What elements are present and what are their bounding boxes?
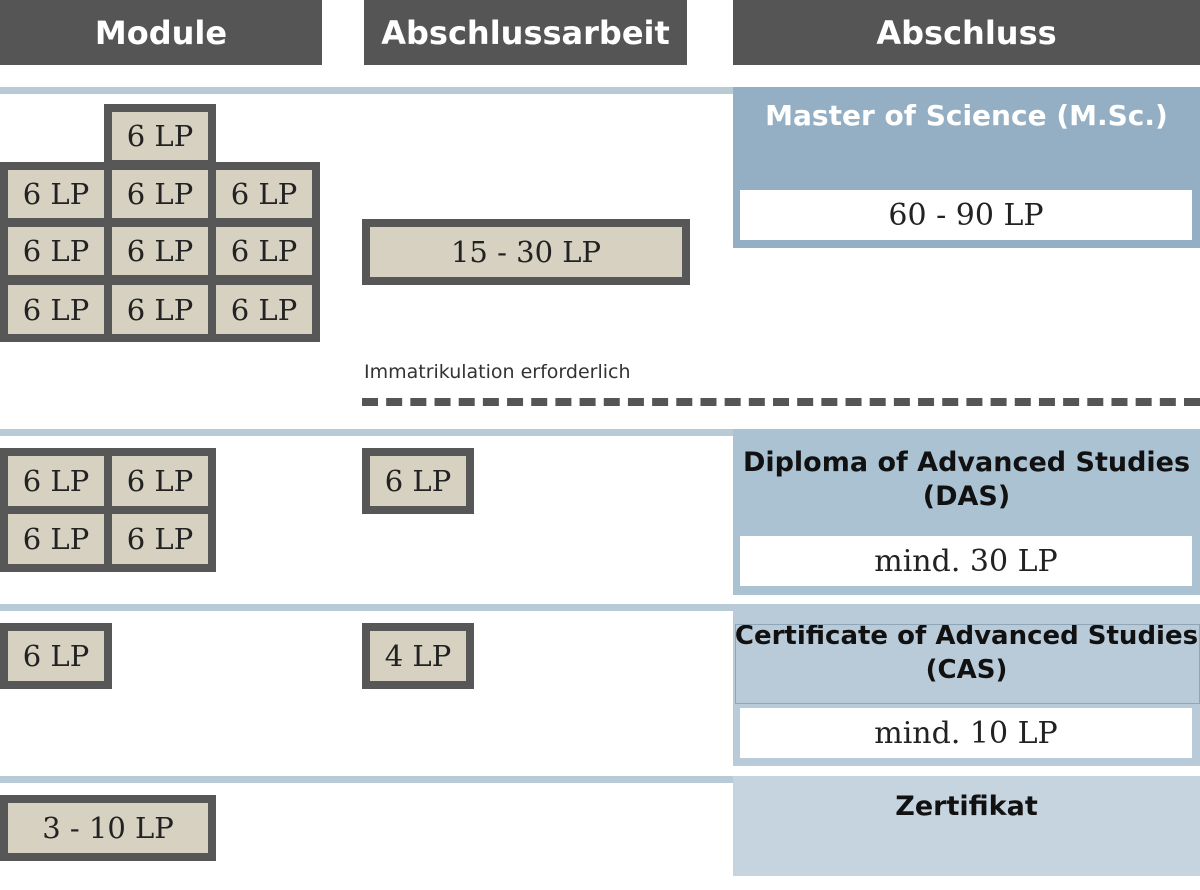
header-degree-label: Abschluss	[876, 13, 1057, 52]
das-module-cell: 6 LP	[8, 456, 104, 506]
msc-module-cell: 6 LP	[216, 285, 312, 334]
das-thesis-credit: 6 LP	[370, 456, 466, 506]
das-degree-credits: mind. 30 LP	[740, 536, 1192, 586]
header-module: Module	[0, 0, 322, 65]
cert-module-cell: 3 - 10 LP	[8, 803, 208, 853]
separator-das	[0, 429, 1200, 436]
enrollment-divider	[362, 398, 1200, 406]
msc-module-cell: 6 LP	[216, 227, 312, 275]
das-degree-title-line1: Diploma of Advanced Studies	[742, 447, 1191, 478]
das-degree-title-line2: (DAS)	[922, 481, 1011, 512]
cas-panel-outline	[735, 624, 1200, 704]
header-degree: Abschluss	[733, 0, 1200, 65]
separator-msc	[0, 87, 1200, 94]
msc-module-cell: 6 LP	[8, 227, 104, 275]
cas-degree-credits: mind. 10 LP	[740, 708, 1192, 758]
cert-degree-panel: Zertifikat	[733, 776, 1200, 876]
msc-module-cell: 6 LP	[216, 170, 312, 218]
das-module-cell: 6 LP	[112, 456, 208, 506]
cas-degree-title-line2: (CAS)	[925, 655, 1008, 685]
msc-module-cell: 6 LP	[8, 170, 104, 218]
header-thesis-label: Abschlussarbeit	[381, 13, 670, 52]
header-thesis: Abschlussarbeit	[364, 0, 687, 65]
cas-thesis-credit: 4 LP	[370, 631, 466, 681]
msc-module-cell: 6 LP	[112, 170, 208, 218]
cas-module-cell: 6 LP	[8, 631, 104, 681]
separator-cas	[0, 604, 1200, 611]
msc-module-cell: 6 LP	[8, 285, 104, 334]
msc-module-cell: 6 LP	[112, 227, 208, 275]
cert-degree-title: Zertifikat	[895, 791, 1038, 822]
msc-degree-credits: 60 - 90 LP	[740, 190, 1192, 240]
msc-thesis-credit: 15 - 30 LP	[370, 227, 682, 277]
msc-module-cell: 6 LP	[112, 285, 208, 334]
separator-cert	[0, 776, 1200, 783]
cas-degree-title-line1: Certificate of Advanced Studies	[734, 621, 1199, 651]
das-module-cell: 6 LP	[8, 514, 104, 564]
msc-degree-title: Master of Science (M.Sc.)	[765, 99, 1168, 132]
enrollment-note: Immatrikulation erforderlich	[364, 361, 631, 383]
das-module-cell: 6 LP	[112, 514, 208, 564]
msc-module-cell: 6 LP	[112, 112, 208, 160]
header-module-label: Module	[94, 13, 228, 52]
